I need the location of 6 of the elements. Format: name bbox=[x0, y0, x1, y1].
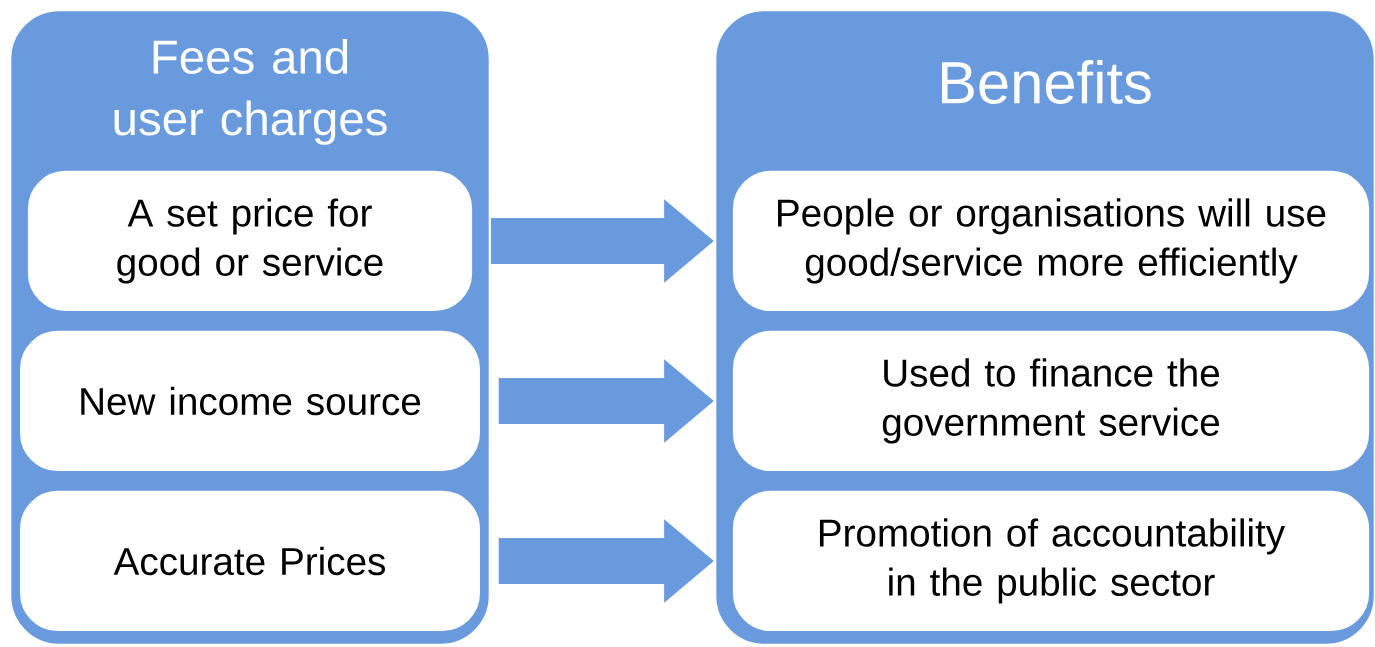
text-box: Used to finance the government service bbox=[731, 329, 1371, 473]
text-box: People or organisations will use good/service more efficiently bbox=[731, 169, 1371, 313]
text-box: Accurate Prices bbox=[18, 489, 482, 633]
text-box: Promotion of accountability in the public sector bbox=[731, 489, 1371, 633]
text-box: New income source bbox=[18, 329, 482, 473]
text-box: A set price for good or service bbox=[26, 169, 474, 313]
